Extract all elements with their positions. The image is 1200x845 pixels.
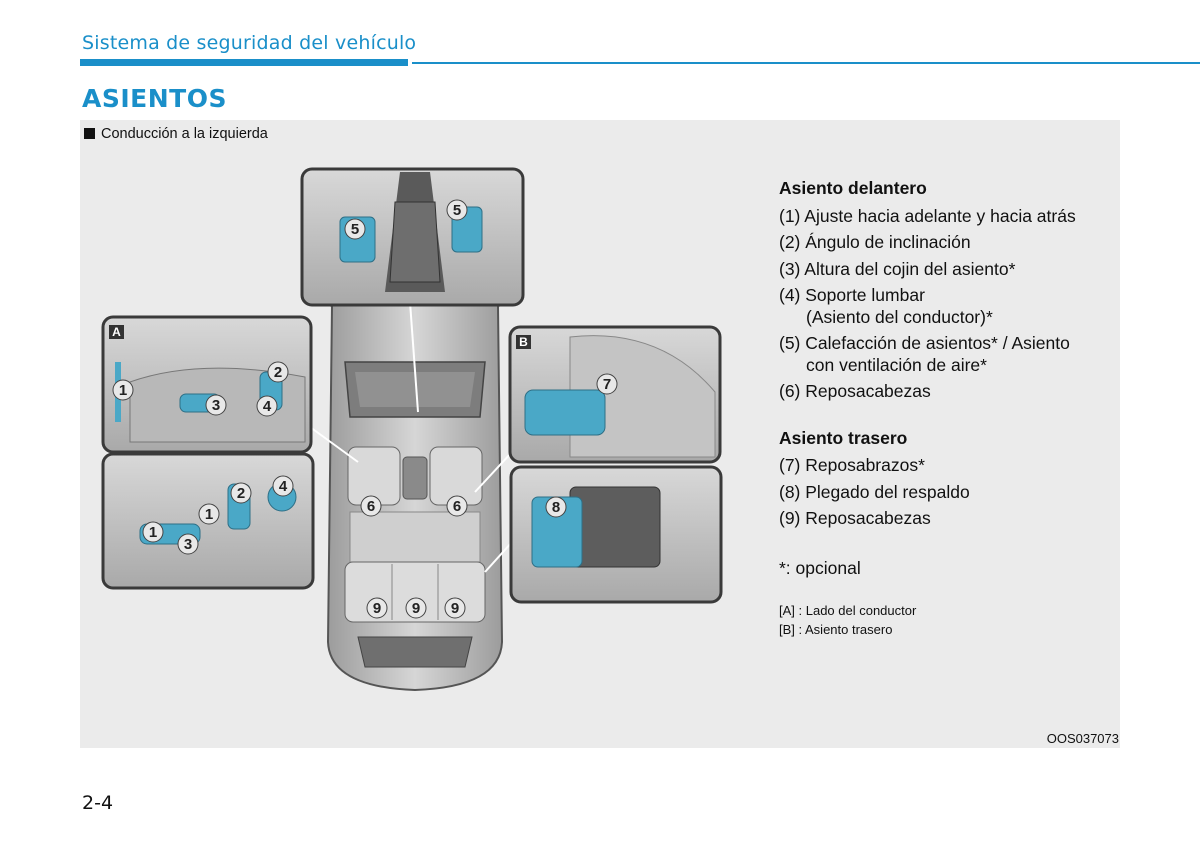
- callout-7: 7: [603, 376, 611, 393]
- callout-2a: 2: [274, 364, 282, 381]
- callout-3b: 3: [184, 536, 192, 553]
- rear-item-7: (7) Reposabrazos*: [779, 455, 925, 475]
- front-item-5: (5) Calefacción de asientos* / Asiento c…: [779, 333, 1109, 376]
- seat-diagram: A B 5 5 1 2 3 4 1 1 2 3 4 6 6 7 8 9 9 9: [101, 167, 723, 692]
- callout-8: 8: [552, 499, 560, 516]
- callout-1a: 1: [119, 382, 127, 399]
- callout-1b: 1: [149, 524, 157, 541]
- front-item-3: (3) Altura del cojin del asiento*: [779, 258, 1016, 279]
- front-item-6: (6) Reposacabezas: [779, 381, 931, 401]
- inset-b-bottom: [509, 465, 723, 604]
- page-number: 2-4: [82, 792, 114, 814]
- image-code: OOS037073: [1046, 731, 1119, 746]
- callout-6b: 6: [453, 498, 461, 515]
- front-item-1: (1) Ajuste hacia adelante y hacia atrás: [779, 205, 1076, 226]
- inset-console: [300, 167, 525, 307]
- inset-b-top: [508, 325, 722, 464]
- callout-4b: 4: [279, 478, 288, 495]
- callout-9a: 9: [373, 600, 381, 617]
- front-seat-heading: Asiento delantero: [779, 178, 927, 198]
- car-top-view: [309, 299, 513, 692]
- rear-seat-heading: Asiento trasero: [779, 427, 908, 448]
- square-bullet-icon: [84, 128, 95, 139]
- rear-item-8: (8) Plegado del respaldo: [779, 481, 970, 502]
- optional-note: *: opcional: [779, 557, 861, 578]
- running-header: Sistema de seguridad del vehículo: [82, 32, 417, 54]
- callout-5b: 5: [453, 202, 461, 219]
- inset-a-top: [101, 315, 313, 454]
- callout-9c: 9: [451, 600, 459, 617]
- front-item-5-line2: con ventilación de aire*: [806, 354, 987, 375]
- header-rule-thin: [412, 62, 1200, 64]
- rear-item-9: (9) Reposacabezas: [779, 508, 931, 528]
- front-item-4-line1: (4) Soporte lumbar: [779, 285, 925, 305]
- callout-2b: 2: [237, 485, 245, 502]
- section-title: ASIENTOS: [82, 84, 227, 113]
- callout-5a: 5: [351, 221, 359, 238]
- inset-a-letter: A: [112, 325, 121, 339]
- front-item-4-line2: (Asiento del conductor)*: [806, 306, 993, 327]
- front-item-4: (4) Soporte lumbar (Asiento del conducto…: [779, 285, 1109, 328]
- key-b: [B] : Asiento trasero: [779, 622, 893, 637]
- figure-caption: Conducción a la izquierda: [84, 126, 268, 142]
- callout-6a: 6: [367, 498, 375, 515]
- front-item-2: (2) Ángulo de inclinación: [779, 232, 971, 252]
- inset-b-letter: B: [519, 335, 528, 349]
- callout-1c: 1: [205, 506, 213, 523]
- legend: Asiento delantero (1) Ajuste hacia adela…: [779, 178, 1109, 639]
- callout-3a: 3: [212, 397, 220, 414]
- callout-group: 5 5 1 2 3 4 1 1 2 3 4 6 6 7 8 9 9 9: [112, 199, 618, 619]
- callout-4a: 4: [263, 398, 272, 415]
- header-rule-thick: [80, 59, 408, 66]
- callout-9b: 9: [412, 600, 420, 617]
- caption-text: Conducción a la izquierda: [101, 126, 268, 142]
- front-item-5-line1: (5) Calefacción de asientos* / Asiento: [779, 333, 1070, 353]
- key-a: [A] : Lado del conductor: [779, 603, 917, 618]
